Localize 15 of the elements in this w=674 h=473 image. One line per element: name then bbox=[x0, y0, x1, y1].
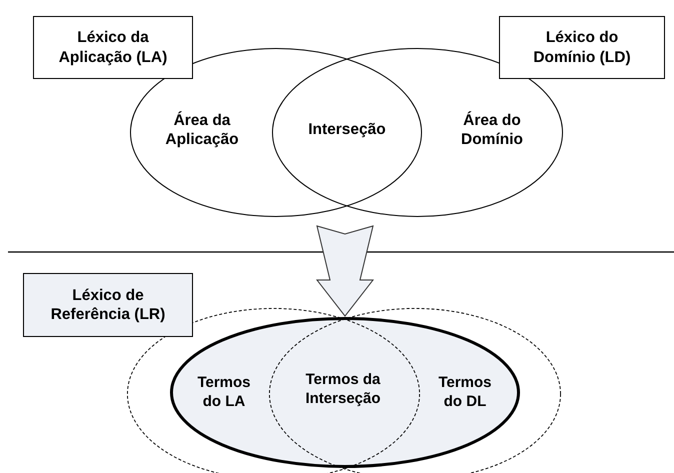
box-title: Léxico de Referência (LR) bbox=[50, 286, 166, 325]
region-label: Termos do LA bbox=[190, 371, 258, 415]
region-label: Termos da Interseção bbox=[298, 357, 388, 423]
venn-ellipse bbox=[130, 48, 422, 217]
box-title: Léxico do Domínio (LD) bbox=[532, 28, 632, 68]
block-arrow bbox=[316, 225, 374, 317]
area-label: Área do Domínio bbox=[460, 110, 524, 150]
area-label: Interseção bbox=[307, 120, 387, 140]
region-label: Termos do DL bbox=[431, 371, 499, 415]
lexicon-box bbox=[499, 16, 665, 79]
box-title: Léxico da Aplicação (LA) bbox=[58, 28, 168, 68]
lexicon-box bbox=[23, 273, 193, 337]
lexicon-box bbox=[33, 16, 193, 79]
thick-ellipse bbox=[170, 317, 520, 468]
area-label: Área da Aplicação bbox=[164, 110, 240, 150]
